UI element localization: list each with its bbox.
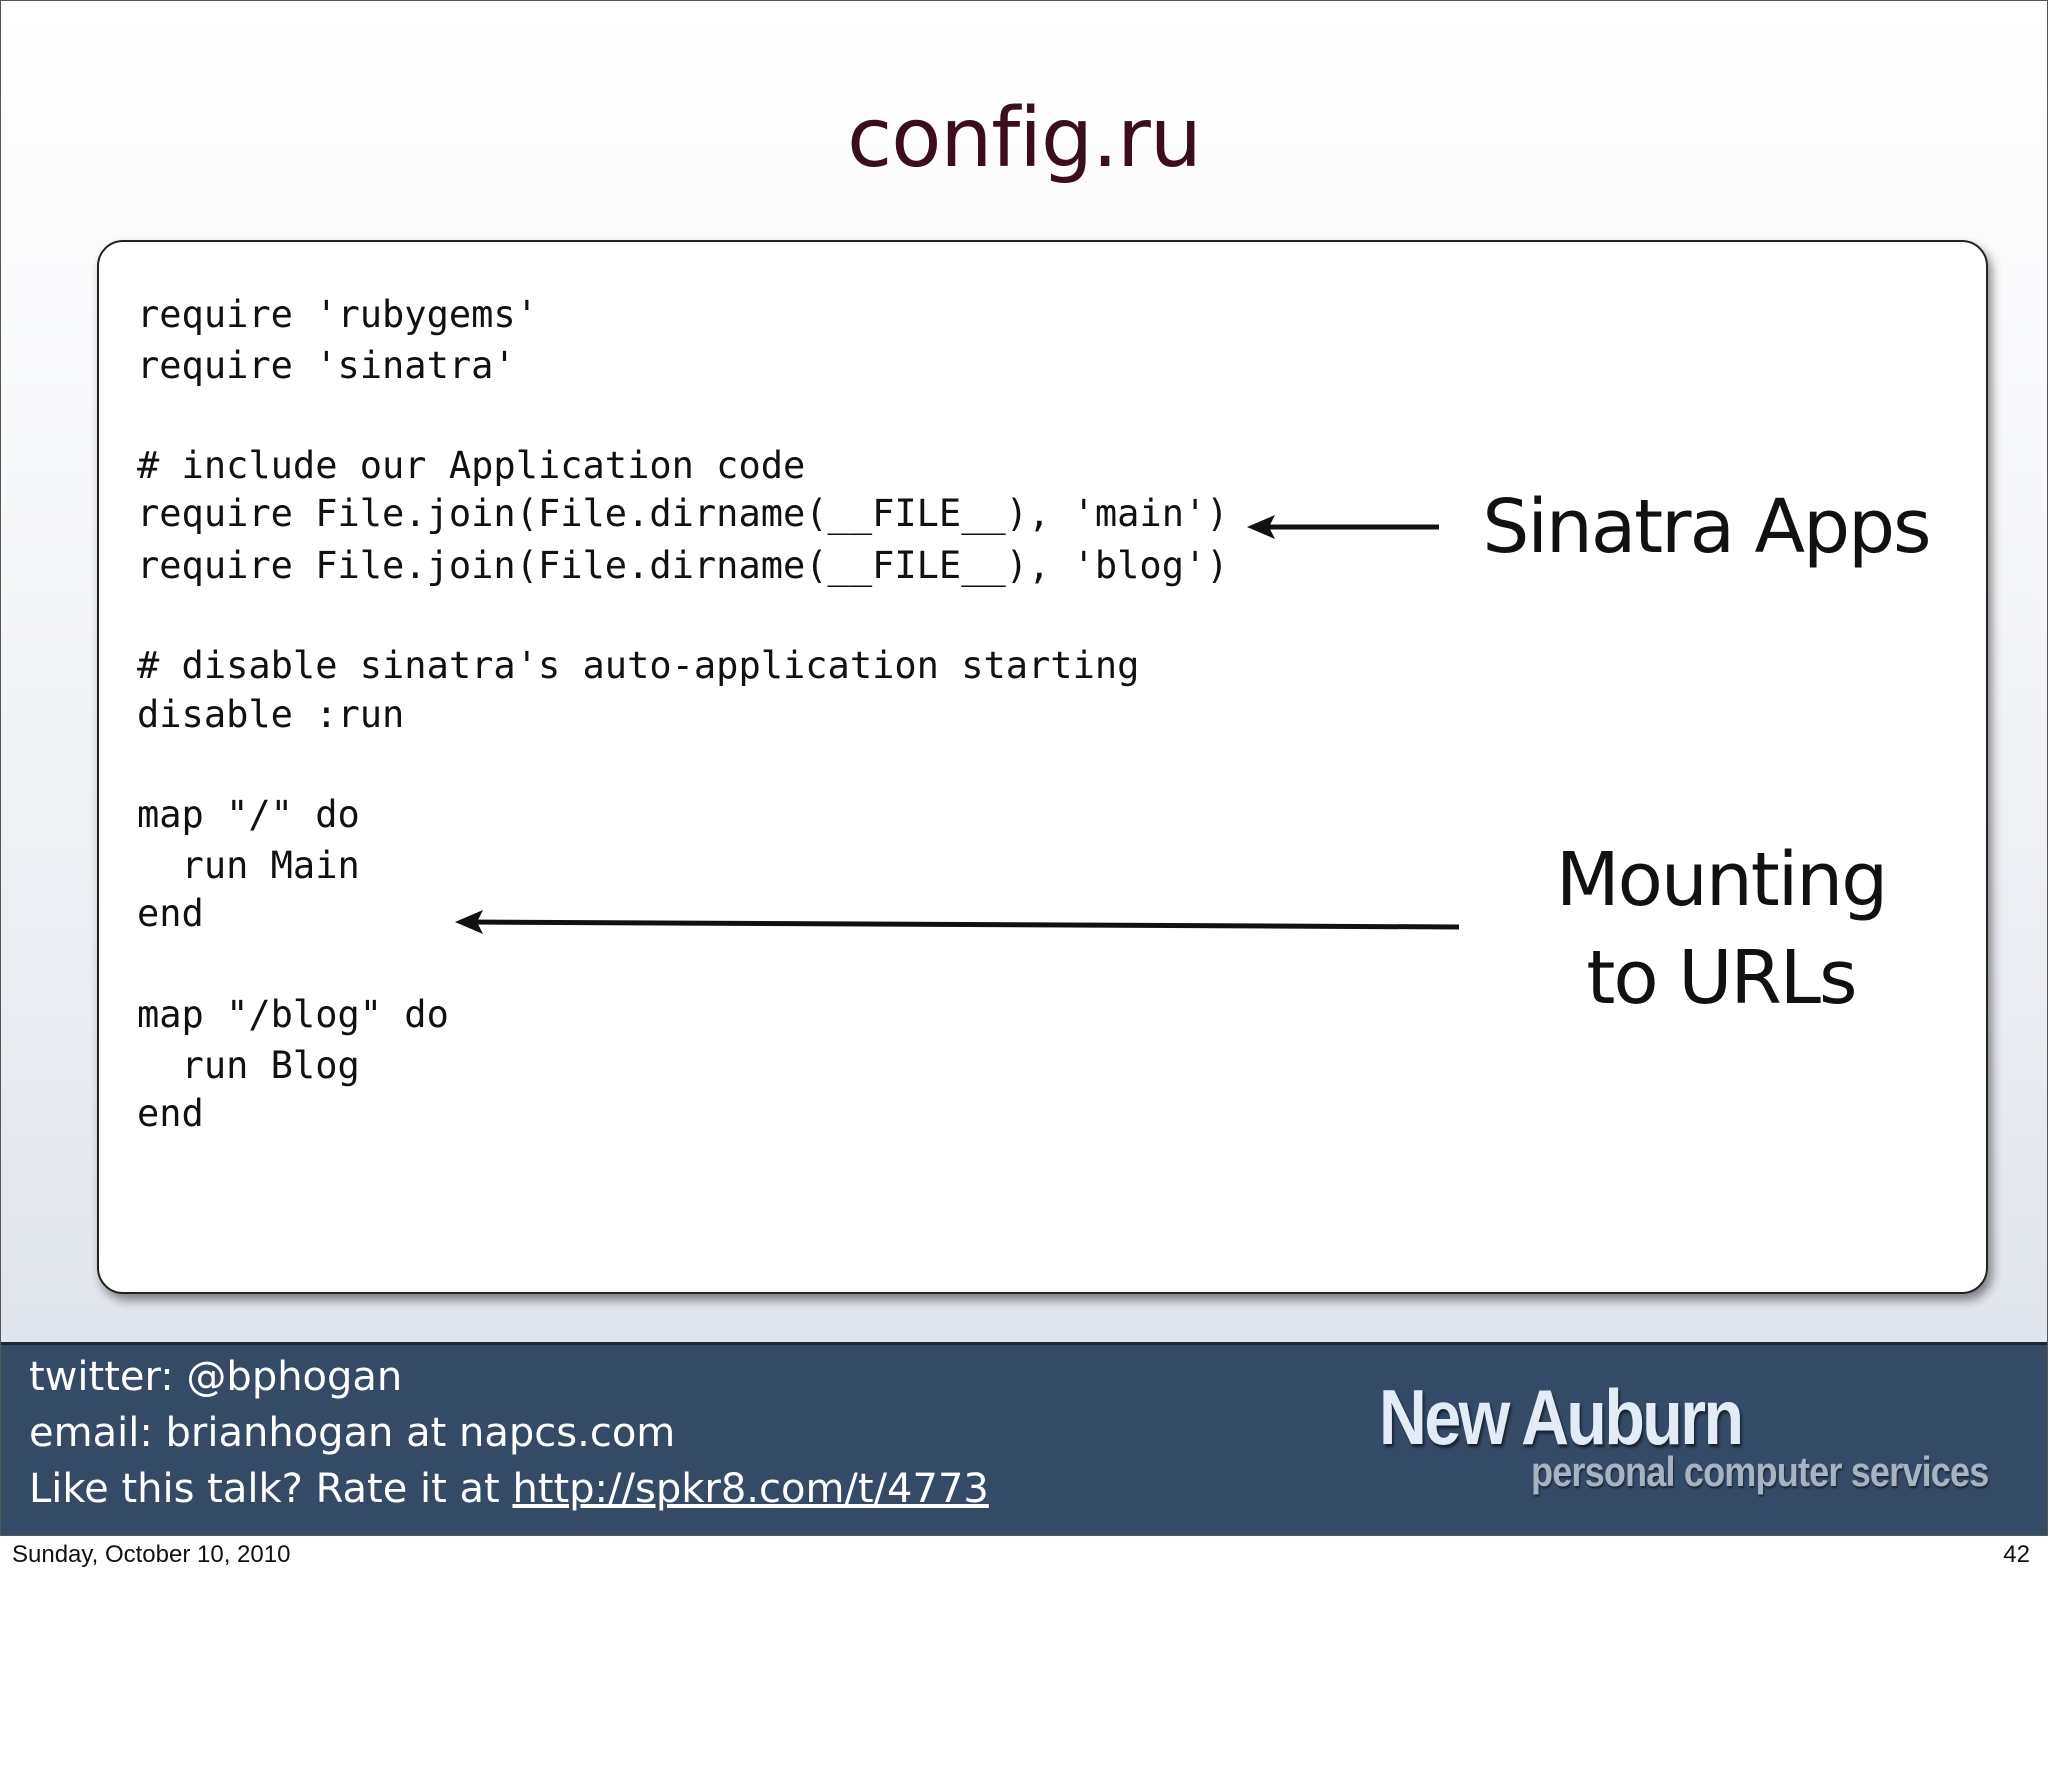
code-line: require File.join(File.dirname(__FILE__)…	[137, 544, 1229, 587]
code-line: # disable sinatra's auto-application sta…	[137, 644, 1140, 687]
annotation-mounting: Mounting to URLs	[1506, 831, 1936, 1027]
sinatra-apps-arrowhead	[1247, 515, 1275, 539]
code-line: end	[137, 892, 204, 935]
footer-band	[1, 1342, 2047, 1535]
company-logo-title: New Auburn	[1379, 1373, 1744, 1461]
code-line: run Main	[137, 844, 360, 887]
footer-rate: Like this talk? Rate it at http://spkr8.…	[29, 1461, 989, 1517]
footer-twitter: twitter: @bphogan	[29, 1354, 403, 1400]
code-line: require File.join(File.dirname(__FILE__)…	[137, 492, 1229, 535]
code-line: end	[137, 1092, 204, 1135]
code-line: require 'rubygems'	[137, 293, 538, 336]
annotation-arrows	[455, 515, 1460, 934]
footer-rate-prefix: Like this talk? Rate it at	[29, 1466, 513, 1512]
footer-email: email: brianhogan at napcs.com	[29, 1410, 676, 1456]
annotation-sinatra-apps: Sinatra Apps	[1482, 484, 1931, 570]
rate-talk-link[interactable]: http://spkr8.com/t/4773	[512, 1466, 989, 1512]
code-line: map "/" do	[137, 793, 360, 836]
mounting-arrow	[468, 919, 1460, 930]
code-line: # include our Application code	[137, 444, 806, 487]
annotation-mounting-line1: Mounting	[1555, 837, 1888, 923]
code-block	[97, 240, 1988, 1294]
code-line: run Blog	[137, 1044, 360, 1087]
slide: config.ru require 'rubygems' require 'si…	[0, 0, 2048, 1536]
slide-title: config.ru	[847, 91, 1202, 186]
code-line: require 'sinatra'	[137, 344, 516, 387]
company-logo-subtitle: personal computer services	[1531, 1448, 1989, 1495]
annotation-mounting-line2: to URLs	[1586, 935, 1857, 1021]
code-line: map "/blog" do	[137, 993, 449, 1036]
slide-date: Sunday, October 10, 2010	[12, 1541, 291, 1568]
code-line: disable :run	[137, 693, 405, 736]
slide-page-number: 42	[2003, 1541, 2030, 1568]
mounting-arrowhead	[455, 910, 483, 934]
